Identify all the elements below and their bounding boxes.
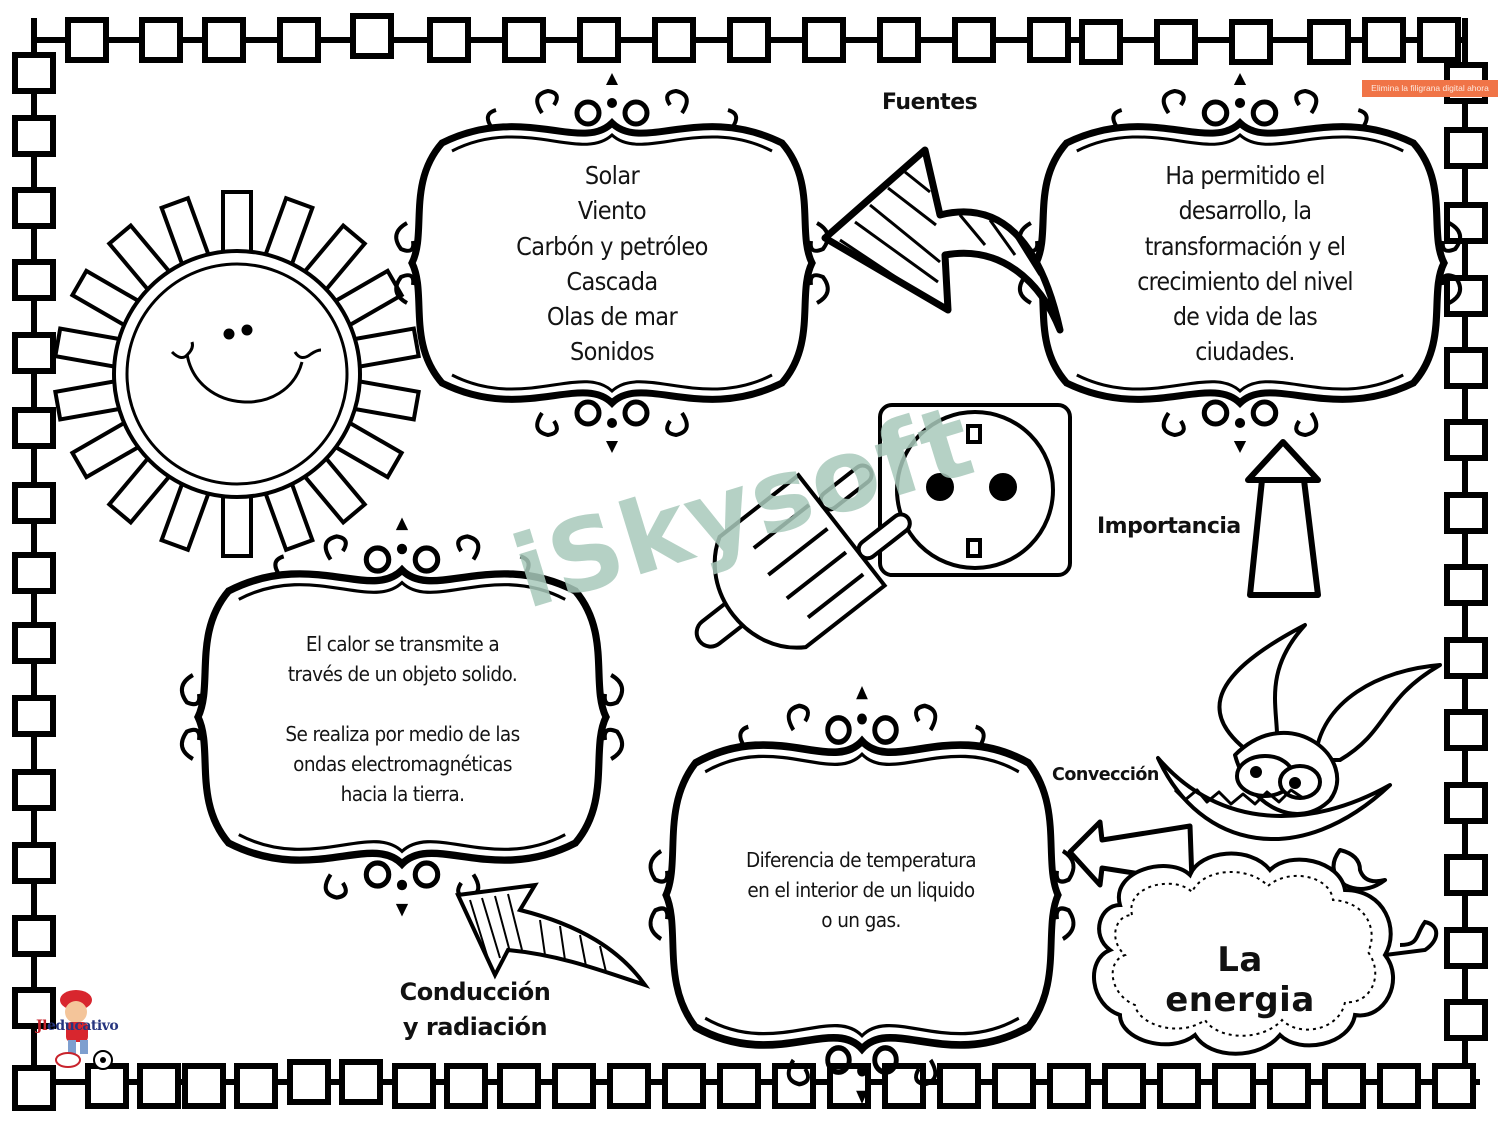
text-line: través de un objeto solido. [287,662,518,686]
text-line: ondas electromagnéticas [293,752,512,776]
importancia-text: Ha permitido el desarrollo, la transform… [1100,158,1390,370]
fuentes-item: Olas de mar [546,302,678,332]
plug-socket-icon [694,403,1072,650]
brand-mascot-icon [55,990,113,1070]
text-line: crecimiento del nivel [1137,266,1353,296]
label-conduccion: Conducción y radiación [395,975,555,1045]
label-conveccion: Convección [1052,765,1159,785]
sun-icon [53,190,421,558]
remove-watermark-button[interactable]: Elimina la filigrana digital ahora [1362,80,1498,97]
text-line: Ha permitido el [1165,161,1325,190]
spacer [235,689,570,719]
monster-icon [1156,623,1442,891]
text-line: o un gas. [821,908,901,932]
label-line: Conducción [399,978,551,1006]
arrow-to-fuentes-icon [821,146,1064,334]
fuentes-item: Viento [577,196,647,226]
text-line: El calor se transmite a [305,632,500,656]
fuentes-list: Solar Viento Carbón y petróleo Cascada O… [488,158,736,370]
fuentes-item: Carbón y petróleo [516,231,708,261]
label-fuentes: Fuentes [882,90,978,115]
text-line: transformación y el [1144,231,1346,261]
brand-logo-prefix: Jl [36,1018,47,1034]
text-line: hacia la tierra. [340,782,465,806]
label-line: y radiación [402,1013,548,1041]
fuentes-item: Sonidos [569,337,655,367]
text-line: Se realiza por medio de las [285,722,520,746]
cloud-icon [1092,851,1439,1056]
diagram-title: La energia [1165,940,1315,1020]
text-line: en el interior de un liquido [747,878,975,902]
arrow-up-importancia-icon [1245,439,1321,598]
brand-logo-suffix: educativo [46,1018,119,1034]
brand-logo-text: Jleducativo [36,1018,119,1034]
fuentes-item: Cascada [566,266,658,296]
text-line: ciudades. [1195,337,1295,367]
text-line: desarrollo, la [1178,196,1312,226]
arrow-to-conduccion-icon [455,882,651,989]
label-importancia: Importancia [1097,514,1241,539]
text-line: Diferencia de temperatura [746,848,977,872]
conduccion-text: El calor se transmite a través de un obj… [235,629,570,809]
conveccion-text: Diferencia de temperatura en el interior… [716,845,1006,935]
text-line: de vida de las [1172,302,1318,332]
fuentes-item: Solar [584,161,640,190]
